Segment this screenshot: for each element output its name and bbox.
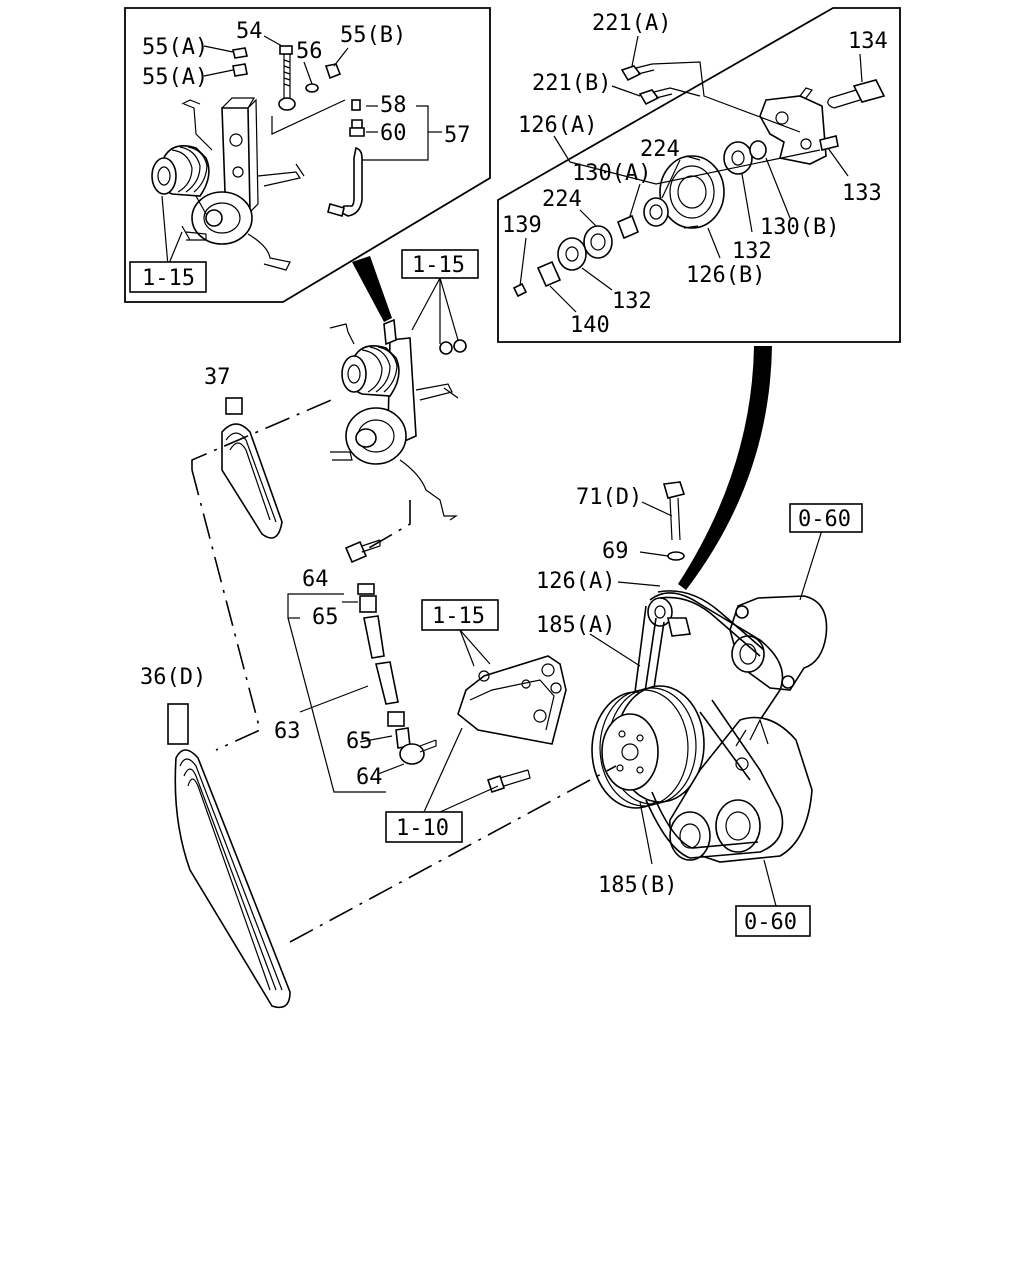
label-54: 54 — [236, 19, 263, 44]
label-224-right: 224 — [640, 137, 680, 162]
label-65-top: 65 — [312, 605, 339, 630]
label-132-left: 132 — [612, 289, 652, 314]
belt-37 — [221, 397, 283, 539]
reference-boxes: 1-15 1-15 1-15 1-10 0-60 0-60 — [129, 249, 863, 937]
label-58: 58 — [380, 93, 407, 118]
label-139: 139 — [502, 213, 542, 238]
label-130a: 130(A) — [572, 161, 651, 186]
label-64-top: 64 — [302, 567, 329, 592]
label-221b: 221(B) — [532, 71, 611, 96]
label-55b: 55(B) — [340, 23, 406, 48]
idler-pulley-exploded — [512, 63, 886, 298]
label-65-bottom: 65 — [346, 729, 373, 754]
label-126a: 126(A) — [536, 569, 615, 594]
ref-1-15-inset: 1-15 — [142, 266, 195, 291]
pointer-arrow-right — [678, 346, 772, 590]
tensioner-assembly-inset — [151, 97, 305, 271]
label-185b: 185(B) — [598, 873, 677, 898]
label-132-right: 132 — [732, 239, 772, 264]
label-134: 134 — [848, 29, 888, 54]
label-63: 63 — [274, 719, 301, 744]
connection-lines — [191, 397, 617, 943]
ref-1-10: 1-10 — [396, 816, 449, 841]
label-57: 57 — [444, 123, 471, 148]
label-56: 56 — [296, 39, 323, 64]
label-224-left: 224 — [542, 187, 582, 212]
right-inset-leaders — [519, 35, 863, 313]
label-60: 60 — [380, 121, 407, 146]
label-69: 69 — [602, 539, 629, 564]
tensioner-assembly — [329, 318, 467, 521]
label-71d: 71(D) — [576, 485, 642, 510]
label-140: 140 — [570, 313, 610, 338]
label-55a-1: 55(A) — [142, 35, 208, 60]
label-126b: 126(B) — [686, 263, 765, 288]
label-37: 37 — [204, 365, 231, 390]
label-133: 133 — [842, 181, 882, 206]
label-55a-2: 55(A) — [142, 65, 208, 90]
ref-1-15-mid: 1-15 — [432, 604, 485, 629]
inset-hardware — [232, 45, 365, 217]
label-130b: 130(B) — [760, 215, 839, 240]
label-36d: 36(D) — [140, 665, 206, 690]
label-221a: 221(A) — [592, 11, 671, 36]
engine-leaders — [589, 501, 823, 907]
ref-0-60-bottom: 0-60 — [744, 910, 797, 935]
belt-36d — [167, 703, 291, 1009]
ref-1-15-top: 1-15 — [412, 253, 465, 278]
label-126a-inset: 126(A) — [518, 113, 597, 138]
part-number-labels: 54 55(A) 55(A) 55(B) 56 58 60 57 221(A) … — [140, 11, 888, 898]
engine-front-pulleys — [591, 481, 828, 863]
label-185a: 185(A) — [536, 613, 615, 638]
mounting-bracket — [457, 655, 567, 794]
pointer-arrow-left — [352, 256, 392, 322]
label-64-bottom: 64 — [356, 765, 383, 790]
turnbuckle-63 — [344, 539, 437, 765]
ref-0-60-top: 0-60 — [798, 507, 851, 532]
inset-leaders — [161, 35, 442, 267]
